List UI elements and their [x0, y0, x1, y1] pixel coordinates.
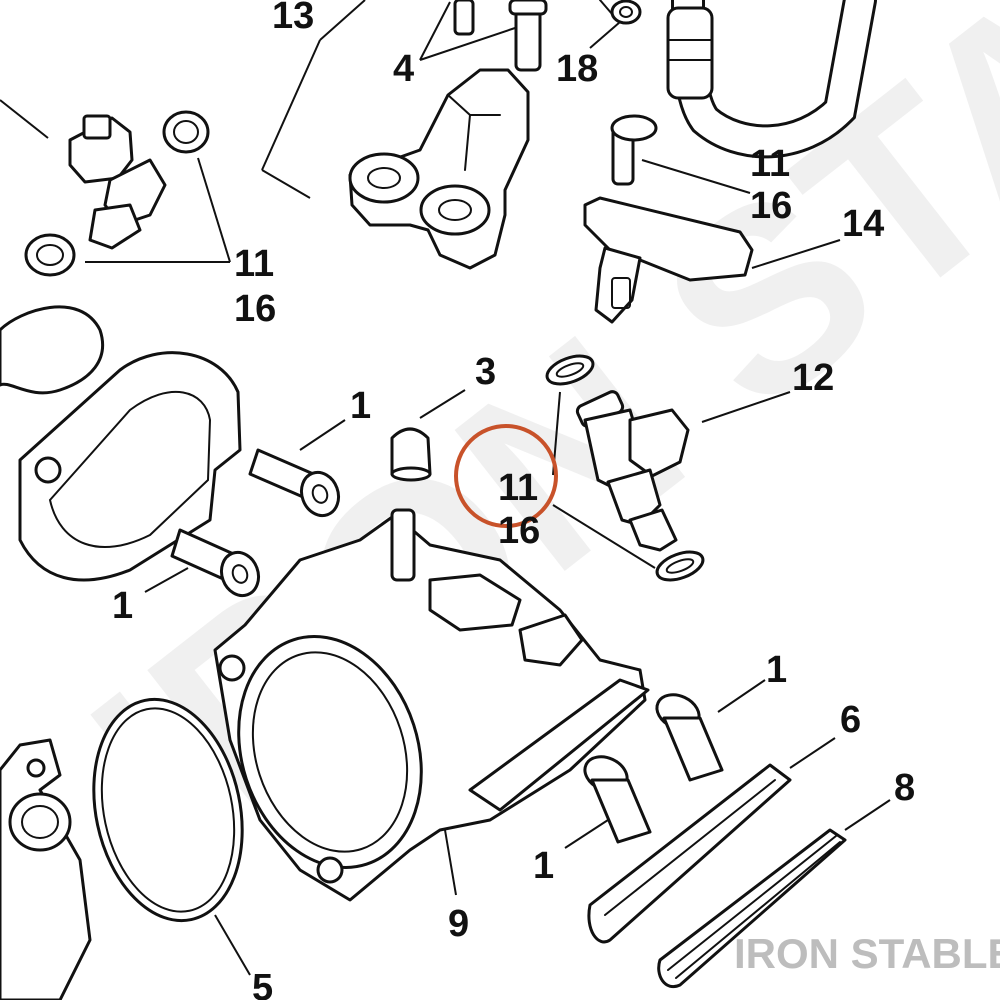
- part-6-gasket: [587, 763, 792, 944]
- callout-1-b: 1: [112, 585, 133, 627]
- part-12-fuel-injector: [575, 390, 690, 552]
- part-1-bolt-c: [655, 693, 724, 782]
- callout-1-a: 1: [350, 385, 371, 427]
- callout-16-left: 16: [234, 288, 276, 330]
- part-9-throttle-body: [213, 508, 650, 902]
- part-1-bolt-b: [170, 528, 261, 598]
- callout-16-top-right: 16: [750, 185, 792, 227]
- part-8-seal: [657, 828, 847, 989]
- callout-labels: 13 4 18 11 16 11 16 14 12 3 1 11 16 1 1 …: [112, 0, 915, 1000]
- fuel-line: [666, 0, 877, 159]
- callout-4: 4: [393, 48, 414, 90]
- part-3-cap: [390, 427, 432, 482]
- part-13-sensor-bracket: [348, 68, 530, 270]
- part-4-bolts: [453, 0, 548, 72]
- callout-9: 9: [448, 903, 469, 945]
- highlight-circle: [454, 424, 558, 528]
- part-11-16-bolt: [610, 114, 658, 186]
- intake-housing-left: [0, 738, 92, 1000]
- brand-logo-text: IRON STABLE: [734, 930, 1000, 977]
- part-1-bolt-d: [583, 755, 652, 844]
- part-11-16-washers-left: [24, 110, 210, 277]
- callout-16-center: 16: [498, 510, 540, 552]
- callout-5: 5: [252, 967, 273, 1000]
- callout-13: 13: [272, 0, 314, 37]
- callout-14: 14: [842, 203, 884, 245]
- part-1-bolt-a: [248, 448, 341, 518]
- part-14-map-sensor: [583, 196, 754, 324]
- callout-12: 12: [792, 357, 834, 399]
- part-18-washer: [599, 0, 642, 25]
- air-box-gasket: [0, 305, 242, 582]
- callout-11-top-right: 11: [750, 143, 790, 185]
- fuel-injector-left: [68, 114, 167, 250]
- callout-1-c: 1: [766, 649, 787, 691]
- part-11-16-orings: [545, 354, 705, 582]
- leader-lines: [0, 0, 891, 976]
- callout-6: 6: [840, 699, 861, 741]
- callout-18: 18: [556, 48, 598, 90]
- callout-1-d: 1: [533, 845, 554, 887]
- part-5-gasket: [92, 697, 244, 923]
- callout-3: 3: [475, 351, 496, 393]
- callout-11-left: 11: [234, 243, 274, 285]
- callout-8: 8: [894, 767, 915, 809]
- callout-11-center: 11: [498, 467, 538, 509]
